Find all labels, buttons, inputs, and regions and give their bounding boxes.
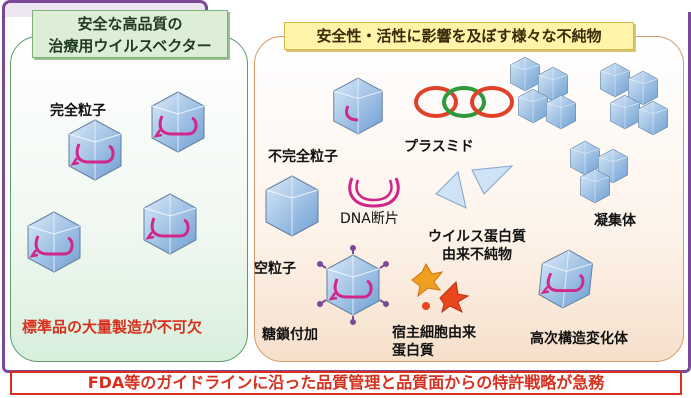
left-title-line1: 安全な高品質の [77, 15, 183, 33]
full-particle-icon [65, 118, 125, 182]
full-particle-icon [148, 90, 208, 154]
left-title-line2: 治療用ウイルスベクター [48, 37, 212, 55]
label-empty-particle: 空粒子 [254, 261, 296, 277]
virus-protein-icon [435, 165, 514, 209]
label-full-particle: 完全粒子 [50, 103, 106, 119]
label-plasmid: プラスミド [404, 139, 474, 155]
dna-fragment-icon [348, 177, 400, 208]
label-host-cell-protein-line1: 宿主細胞由来 [392, 325, 476, 341]
label-glycosylation: 糖鎖付加 [262, 327, 318, 343]
incomplete-particle-icon [330, 76, 386, 136]
glycosylated-particle-icon [317, 245, 389, 325]
aggregate-icon [510, 56, 668, 204]
label-higher-order: 高次構造変化体 [530, 331, 628, 347]
left-panel [10, 36, 248, 362]
higher-order-particle-icon [537, 249, 595, 309]
empty-particle-icon [262, 174, 322, 238]
label-virus-protein-line1: ウイルス蛋白質 [428, 229, 526, 245]
plasmid-icon [414, 86, 514, 118]
label-dna-fragment: DNA断片 [340, 211, 399, 227]
right-panel-title: 安全性・活性に影響を及ぼす様々な不純物 [284, 22, 634, 50]
left-footer-text: 標準品の大量製造が不可欠 [22, 318, 203, 336]
label-aggregate: 凝集体 [594, 213, 636, 229]
bottom-banner: FDA等のガイドラインに沿った品質管理と品質面からの特許戦略が急務 [10, 371, 682, 395]
left-panel-title: 安全な高品質の 治療用ウイルスベクター [32, 10, 228, 58]
label-virus-protein-line2: 由来不純物 [442, 247, 512, 263]
full-particle-icon [24, 210, 84, 274]
host-cell-protein-icon [411, 262, 470, 314]
label-incomplete-particle: 不完全粒子 [268, 149, 338, 165]
full-particle-icon [140, 192, 200, 256]
label-host-cell-protein-line2: 蛋白質 [392, 343, 434, 359]
